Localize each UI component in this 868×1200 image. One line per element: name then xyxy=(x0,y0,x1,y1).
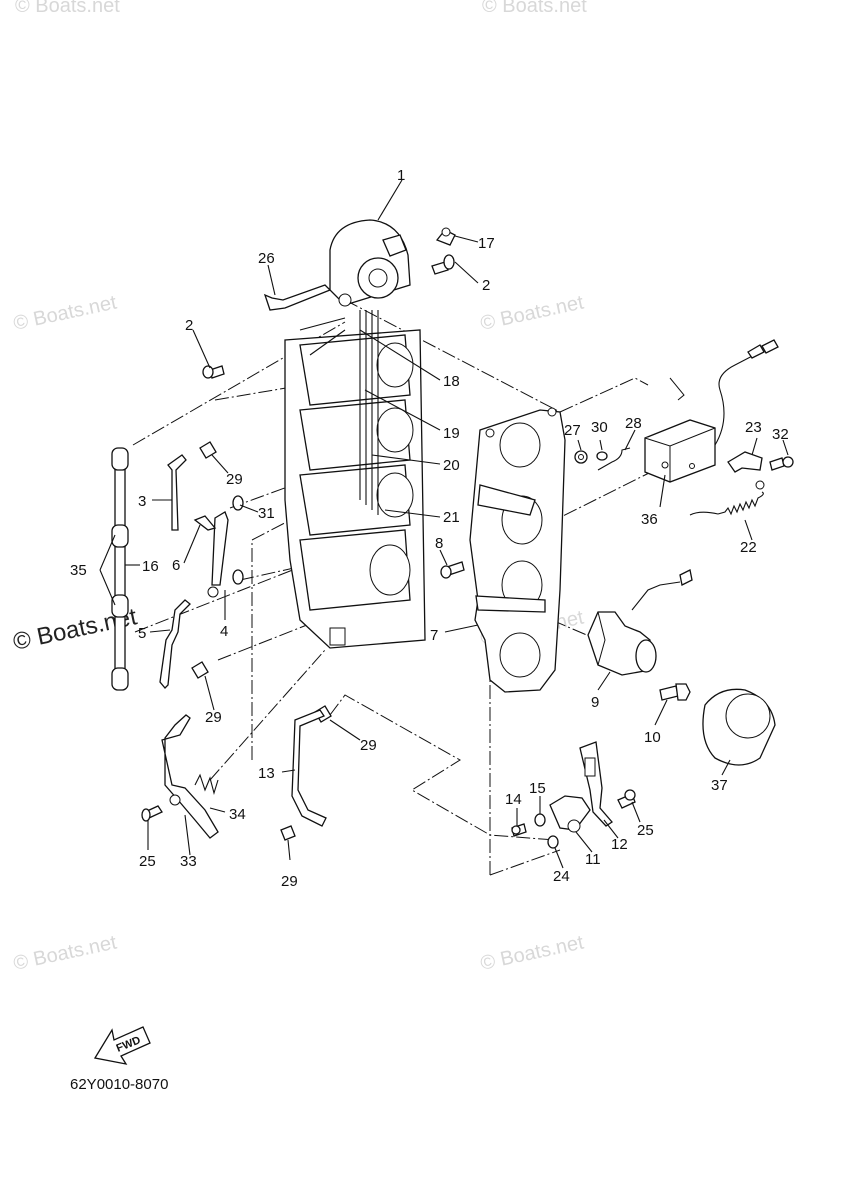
callout-2: 2 xyxy=(185,317,193,334)
part-30-washer xyxy=(596,451,608,461)
part-22-spring xyxy=(689,491,764,516)
callout-10: 10 xyxy=(644,729,661,746)
part-26-bracket xyxy=(263,284,332,311)
callout-24: 24 xyxy=(553,868,570,885)
part-36-solenoid xyxy=(644,339,779,483)
watermark: © Boats.net xyxy=(11,931,119,974)
part-23-bracket xyxy=(727,451,765,490)
part-1-throttle-sensor xyxy=(329,219,411,307)
part-14-screw xyxy=(511,823,527,837)
callout-29: 29 xyxy=(360,737,377,754)
callout-11: 11 xyxy=(585,851,601,868)
part-25-screw-right xyxy=(617,789,636,809)
callout-7: 7 xyxy=(430,627,438,644)
watermark: © Boats.net xyxy=(11,291,119,334)
part-27-nut xyxy=(574,450,588,464)
carburetor-assembly xyxy=(284,310,426,649)
callout-36: 36 xyxy=(641,511,658,528)
callout-21: 21 xyxy=(443,509,460,526)
part-15-washer xyxy=(534,813,546,827)
callout-labels: 1 17 2 26 2 18 19 20 21 29 3 31 6 35 16 … xyxy=(70,167,789,890)
part-12-lever xyxy=(579,741,613,827)
callout-22: 22 xyxy=(740,539,757,556)
part-34-spring xyxy=(194,773,219,795)
callout-26: 26 xyxy=(258,250,275,267)
leader-lines xyxy=(99,179,789,869)
callout-4: 4 xyxy=(220,623,228,640)
watermark: © Boats.net xyxy=(478,931,586,974)
callout-33: 33 xyxy=(180,853,197,870)
part-4-lever xyxy=(193,495,244,598)
callout-29: 29 xyxy=(226,471,243,488)
watermark: © Boats.net xyxy=(15,0,120,17)
callout-34: 34 xyxy=(229,806,246,823)
part-25-screw-left xyxy=(141,805,163,822)
part-28-spring xyxy=(597,447,631,471)
callout-3: 3 xyxy=(138,493,146,510)
part-37-filter xyxy=(702,688,776,766)
part-9-actuator xyxy=(587,569,693,676)
part-13-rod xyxy=(291,709,327,827)
part-5-rod xyxy=(159,599,191,689)
callout-9: 9 xyxy=(591,694,599,711)
part-3-rod xyxy=(167,454,187,531)
callout-6: 6 xyxy=(172,557,180,574)
diagram-code: 62Y0010-8070 xyxy=(70,1076,168,1093)
callout-35: 35 xyxy=(70,562,87,579)
callout-32: 32 xyxy=(772,426,789,443)
callout-14: 14 xyxy=(505,791,522,808)
callout-2: 2 xyxy=(482,277,490,294)
part-8-screw xyxy=(440,561,465,579)
callout-25: 25 xyxy=(637,822,654,839)
watermark: © Boats.net xyxy=(482,0,587,17)
callout-12: 12 xyxy=(611,836,628,853)
part-11-cam xyxy=(549,795,591,833)
callout-25: 25 xyxy=(139,853,156,870)
callout-8: 8 xyxy=(435,535,443,552)
callout-15: 15 xyxy=(529,780,546,797)
callout-29: 29 xyxy=(205,709,222,726)
part-17-fitting xyxy=(435,227,456,246)
callout-27: 27 xyxy=(564,422,581,439)
callout-20: 20 xyxy=(443,457,460,474)
part-24-washer xyxy=(547,835,559,849)
part-2-screw-left xyxy=(202,365,225,379)
part-2-screw-top xyxy=(431,254,455,275)
callout-19: 19 xyxy=(443,425,460,442)
part-32-screw xyxy=(769,456,794,471)
callout-30: 30 xyxy=(591,419,608,436)
callout-5: 5 xyxy=(138,625,146,642)
callout-17: 17 xyxy=(478,235,495,252)
part-16-link-rod xyxy=(111,447,129,691)
fwd-arrow-icon: FWD xyxy=(93,1026,151,1065)
callout-31: 31 xyxy=(258,505,275,522)
callout-13: 13 xyxy=(258,765,275,782)
part-33-lever xyxy=(161,714,219,839)
part-10-bolt xyxy=(659,683,691,701)
callout-28: 28 xyxy=(625,415,642,432)
part-7-plate xyxy=(469,407,566,693)
callout-16: 16 xyxy=(142,558,159,575)
callout-18: 18 xyxy=(443,373,460,390)
callout-37: 37 xyxy=(711,777,728,794)
callout-1: 1 xyxy=(397,167,405,184)
watermark: © Boats.net xyxy=(478,291,586,334)
callout-23: 23 xyxy=(745,419,762,436)
callout-29: 29 xyxy=(281,873,298,890)
